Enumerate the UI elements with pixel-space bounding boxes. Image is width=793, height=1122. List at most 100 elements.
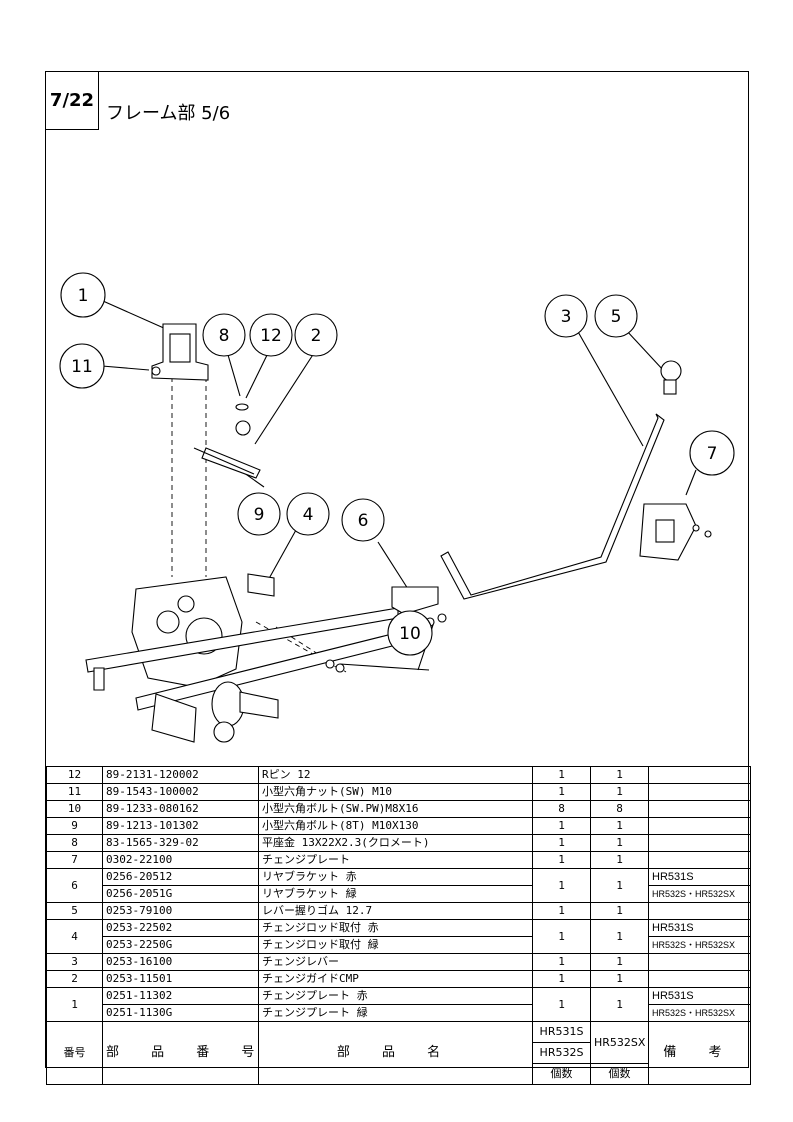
part-number: 0256-20512 xyxy=(102,868,259,886)
part-name: 小型六角ナット(SW) M10 xyxy=(258,783,533,801)
axle-hub-part xyxy=(211,681,245,727)
part-note: HR532S・HR532SX xyxy=(648,936,751,954)
leader-line xyxy=(245,348,271,399)
qty-hr531s: 1 xyxy=(532,817,591,835)
leader-line xyxy=(102,300,167,330)
part-number: 0253-2250G xyxy=(102,936,259,954)
qty-hr531s: 1 xyxy=(532,834,591,852)
page-frame: 7/22 フレーム部 5/6 xyxy=(45,71,751,1085)
header-hr531s: HR531S xyxy=(532,1021,591,1043)
part-note xyxy=(648,766,751,784)
part-number: 0251-11302 xyxy=(102,987,259,1005)
part-index: 10 xyxy=(46,800,103,818)
part-index: 4 xyxy=(46,919,103,954)
change-lever-part xyxy=(440,413,665,600)
qty-hr532sx: 1 xyxy=(590,783,649,801)
qty-hr532sx: 1 xyxy=(590,817,649,835)
qty-hr531s: 1 xyxy=(532,868,591,903)
part-number: 0253-11501 xyxy=(102,970,259,988)
leader-line xyxy=(625,329,665,372)
part-index: 3 xyxy=(46,953,103,971)
qty-hr532sx: 1 xyxy=(590,868,649,903)
header-qty-2: 個数 xyxy=(590,1063,649,1085)
page-title: フレーム部 5/6 xyxy=(106,103,231,124)
part-number: 89-2131-120002 xyxy=(102,766,259,784)
part-number: 0256-2051G xyxy=(102,885,259,903)
part-number: 0251-1130G xyxy=(102,1004,259,1022)
qty-hr532sx: 1 xyxy=(590,953,649,971)
washer-part xyxy=(235,403,249,411)
part-index: 7 xyxy=(46,851,103,869)
leader-line xyxy=(685,469,697,496)
qty-hr532sx: 1 xyxy=(590,970,649,988)
callout-9: 9 xyxy=(254,505,265,525)
header-no: 番号 xyxy=(46,1021,103,1085)
part-name: Rピン 12 xyxy=(258,766,533,784)
part-index: 6 xyxy=(46,868,103,903)
change-plate-7-part xyxy=(639,503,697,561)
part-note xyxy=(648,970,751,988)
part-note xyxy=(648,851,751,869)
qty-hr532sx: 1 xyxy=(590,851,649,869)
part-number: 89-1233-080162 xyxy=(102,800,259,818)
part-name: チェンジレバー xyxy=(258,953,533,971)
leader-line xyxy=(377,541,409,590)
callout-2: 2 xyxy=(311,326,322,346)
pin-part xyxy=(235,420,251,436)
grip-rubber-part xyxy=(660,360,682,382)
part-index: 11 xyxy=(46,783,103,801)
part-name: リヤブラケット 赤 xyxy=(258,868,533,886)
part-index: 1 xyxy=(46,987,103,1022)
part-note xyxy=(648,834,751,852)
part-name: リヤブラケット 緑 xyxy=(258,885,533,903)
qty-hr531s: 1 xyxy=(532,783,591,801)
qty-hr532sx: 1 xyxy=(590,987,649,1022)
callout-8: 8 xyxy=(219,326,230,346)
header-part-no: 部 品 番 号 xyxy=(102,1021,259,1085)
rod-mount-part xyxy=(247,573,275,597)
header-part-name: 部 品 名 xyxy=(258,1021,533,1085)
header-hr532sx: HR532SX xyxy=(590,1021,649,1064)
part-name: チェンジプレート 赤 xyxy=(258,987,533,1005)
callout-1: 1 xyxy=(78,286,89,306)
qty-hr531s: 1 xyxy=(532,919,591,954)
part-number: 0253-22502 xyxy=(102,919,259,937)
callout-10: 10 xyxy=(399,624,421,644)
part-number: 89-1543-100002 xyxy=(102,783,259,801)
part-number: 0253-79100 xyxy=(102,902,259,920)
qty-hr531s: 1 xyxy=(532,766,591,784)
leader-line xyxy=(339,663,430,671)
part-note xyxy=(648,953,751,971)
part-note: HR532S・HR532SX xyxy=(648,885,751,903)
leader-line xyxy=(265,529,297,585)
part-index: 2 xyxy=(46,970,103,988)
part-number: 0253-16100 xyxy=(102,953,259,971)
callout-4: 4 xyxy=(303,505,314,525)
leader-line xyxy=(101,365,150,371)
header-hr532s: HR532S xyxy=(532,1042,591,1064)
header-qty-1: 個数 xyxy=(532,1063,591,1085)
qty-hr531s: 8 xyxy=(532,800,591,818)
qty-hr531s: 1 xyxy=(532,953,591,971)
part-name: チェンジロッド取付 緑 xyxy=(258,936,533,954)
qty-hr532sx: 1 xyxy=(590,766,649,784)
callout-3: 3 xyxy=(561,307,572,327)
qty-hr531s: 1 xyxy=(532,970,591,988)
change-plate-part xyxy=(151,323,209,381)
part-note: HR532S・HR532SX xyxy=(648,1004,751,1022)
rear-bracket-part xyxy=(391,586,439,615)
part-index: 8 xyxy=(46,834,103,852)
header-notes: 備 考 xyxy=(648,1021,751,1085)
